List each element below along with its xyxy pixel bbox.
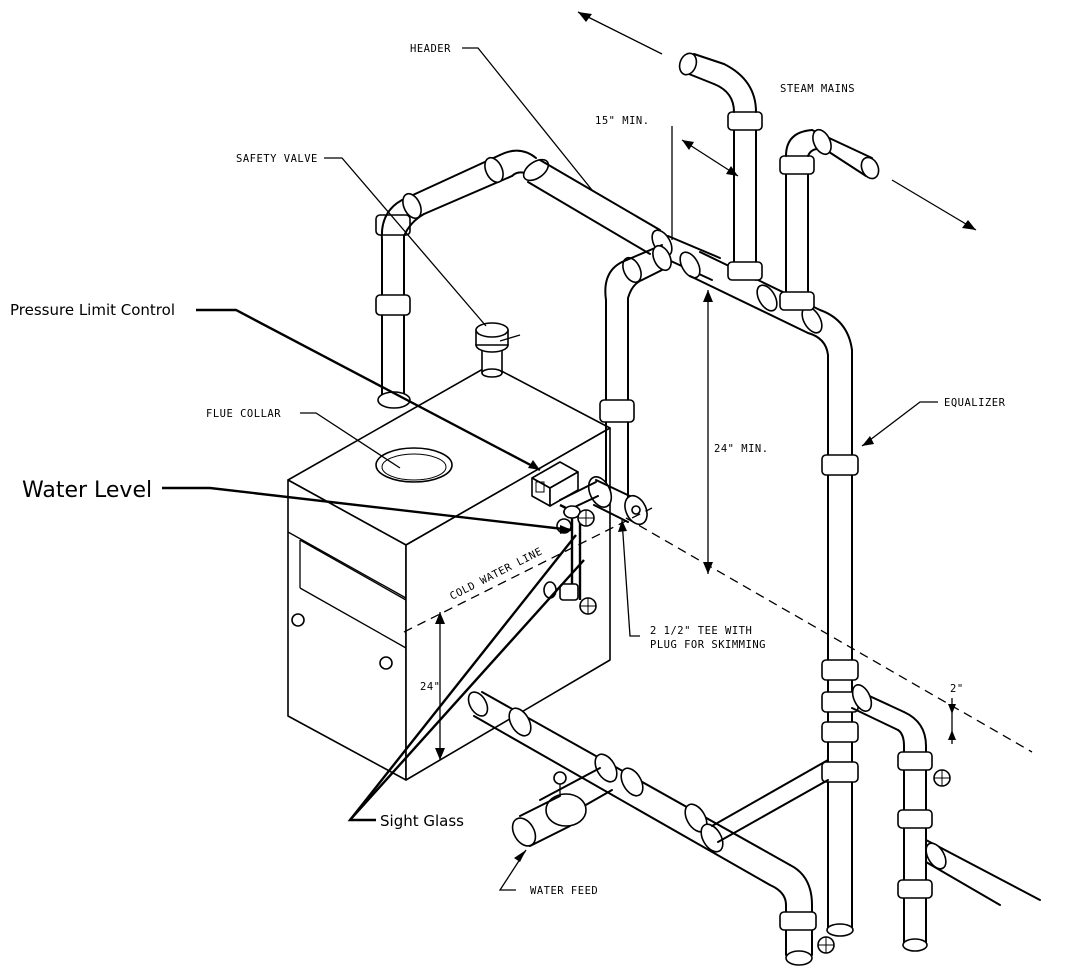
drip-leg-pipe (851, 684, 1041, 952)
fifteen-min-dimension (671, 126, 739, 240)
water-feed-label: WATER FEED (530, 885, 598, 897)
pressure-limit-control-label: Pressure Limit Control (10, 301, 175, 319)
supply-riser-pipe (599, 244, 672, 501)
boiler-port-upper (291, 613, 305, 627)
tee-label-line2: PLUG FOR SKIMMING (650, 639, 766, 651)
skimming-tee (587, 476, 648, 526)
tee-label-line1: 2 1/2" TEE WITH (650, 625, 752, 637)
water-feed-leader (498, 849, 527, 891)
water-level-leader (162, 486, 573, 532)
fifteen-min-label: 15" MIN. (595, 115, 650, 127)
safety-valve (475, 322, 521, 378)
safety-valve-leader (324, 157, 487, 327)
boiler-port-lower (379, 656, 393, 670)
steam-mains-label: STEAM MAINS (780, 83, 855, 95)
twenty-four-label: 24" (420, 681, 440, 693)
return-line-pipe (467, 691, 835, 966)
header-label: HEADER (410, 43, 451, 55)
cold-water-line-right (625, 517, 1033, 753)
sight-glass-label: Sight Glass (380, 812, 464, 830)
pressure-limit-control (531, 461, 599, 522)
pressure-limit-leader (196, 308, 541, 472)
equalizer-label: EQUALIZER (944, 397, 1006, 409)
water-feed-valve (511, 767, 613, 847)
two-inch-dimension (948, 698, 956, 744)
cold-water-line-left (403, 507, 653, 633)
two-inch-label: 2" (950, 683, 964, 695)
twenty-four-dimension (435, 612, 445, 760)
twenty-four-min-label: 24" MIN. (714, 443, 769, 455)
steam-main-riser-right (779, 128, 880, 311)
steam-mains-arrows (577, 11, 977, 231)
sight-glass-leader-2 (349, 559, 585, 821)
boiler-body (287, 364, 611, 781)
left-riser-pipe (375, 199, 425, 409)
tee-leader (621, 519, 640, 637)
equalizer-leader (861, 401, 938, 447)
header-pipe-left (401, 149, 550, 220)
flue-collar-label: FLUE COLLAR (206, 408, 281, 420)
steam-main-riser-left (678, 52, 763, 281)
flue-collar (375, 447, 453, 483)
safety-valve-label: SAFETY VALVE (236, 153, 318, 165)
header-pipe-main (527, 159, 853, 356)
equalizer-pipe (821, 349, 859, 937)
water-level-label: Water Level (22, 478, 152, 503)
twenty-four-min-dimension (703, 290, 713, 574)
header-leader (462, 47, 593, 191)
flue-collar-leader (300, 412, 401, 469)
